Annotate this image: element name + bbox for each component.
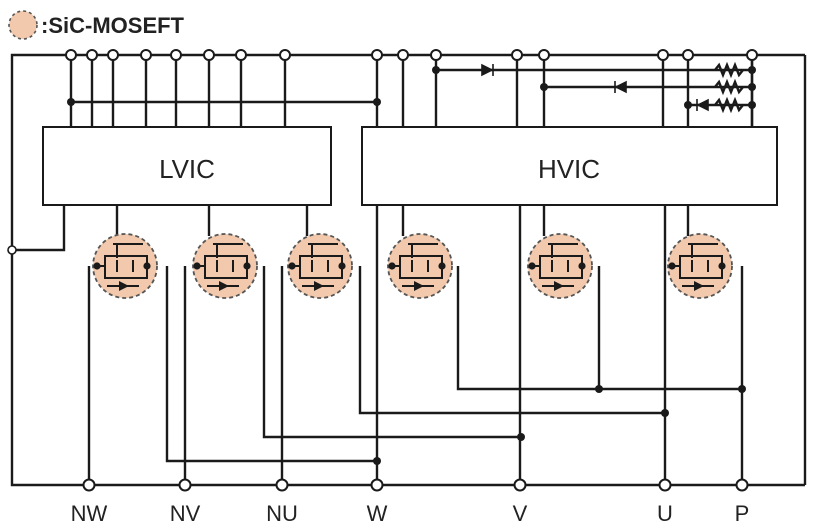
junction-dot-12	[517, 433, 525, 441]
input-pin-14	[657, 49, 669, 61]
input-pin-2	[86, 49, 98, 61]
junction-dot-7	[748, 83, 756, 91]
input-pin-16	[746, 49, 758, 61]
input-pin-5	[170, 49, 182, 61]
input-pin-10	[397, 49, 409, 61]
input-pin-13	[538, 49, 550, 61]
lvic-label: LVIC	[159, 154, 215, 184]
terminal-pin-u	[658, 478, 672, 492]
terminal-pin-nu	[275, 478, 289, 492]
hvic-block	[361, 126, 778, 206]
terminal-pin-v	[513, 478, 527, 492]
input-pin-11	[430, 49, 442, 61]
junction-dot-9	[595, 385, 603, 393]
input-pin-1	[65, 49, 77, 61]
sic-mosfet-6	[667, 233, 733, 299]
input-pin-3	[107, 49, 119, 61]
input-pin-7	[235, 49, 247, 61]
sic-mosfet-4	[387, 233, 453, 299]
terminal-label-nw: NW	[71, 501, 108, 526]
junction-dot-11	[661, 409, 669, 417]
input-pin-8	[279, 49, 291, 61]
junction-dot-6	[748, 66, 756, 74]
terminal-label-nu: NU	[266, 501, 298, 526]
mosfet-group	[92, 233, 733, 299]
junction-dot-3	[432, 66, 440, 74]
terminal-pin-nv	[178, 478, 192, 492]
terminal-pin-w	[370, 478, 384, 492]
input-pin-6	[203, 49, 215, 61]
lvic-block	[42, 126, 332, 206]
terminal-label-nv: NV	[170, 501, 201, 526]
junction-dot-4	[540, 83, 548, 91]
sic-mosfet-5	[527, 233, 593, 299]
junction-dot-1	[67, 98, 75, 106]
terminal-label-v: V	[513, 501, 528, 526]
sic-mosfet-2	[192, 233, 258, 299]
junction-dot-2	[373, 98, 381, 106]
left-pin	[7, 245, 17, 255]
junction-dot-5	[684, 101, 692, 109]
input-pin-4	[140, 49, 152, 61]
terminal-pin-nw	[82, 478, 96, 492]
input-pin-12	[511, 49, 523, 61]
legend-swatch	[8, 10, 38, 40]
terminal-label-w: W	[367, 501, 388, 526]
frame-top-left	[10, 53, 66, 487]
legend-label: :SiC-MOSEFT	[41, 13, 185, 38]
sic-mosfet-1	[92, 233, 158, 299]
terminal-pin-p	[735, 478, 749, 492]
sic-mosfet-3	[287, 233, 353, 299]
junction-dot-10	[738, 385, 746, 393]
input-pin-15	[682, 49, 694, 61]
terminal-label-p: P	[735, 501, 750, 526]
junction-dot-13	[373, 457, 381, 465]
hvic-label: HVIC	[538, 154, 600, 184]
input-pin-9	[371, 49, 383, 61]
terminal-label-u: U	[657, 501, 673, 526]
junction-dot-8	[748, 101, 756, 109]
